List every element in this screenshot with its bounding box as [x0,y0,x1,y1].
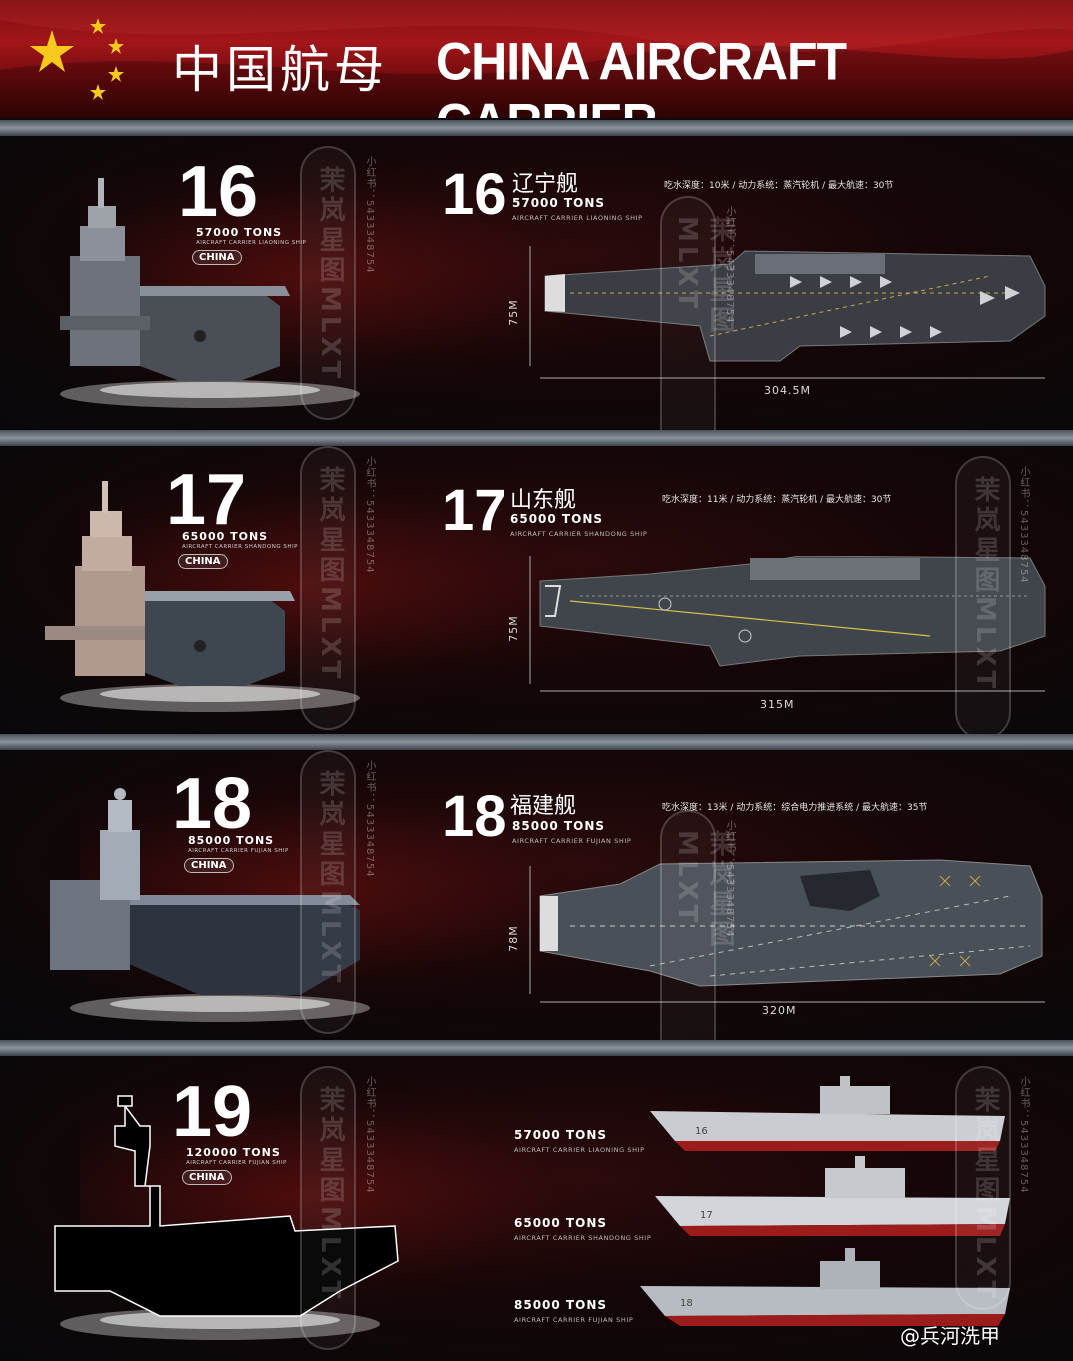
carrier-specs: 吃水深度：13米 / 动力系统：综合电力推进系统 / 最大航速：35节 [662,803,928,813]
carrier-subtitle-side: AIRCRAFT CARRIER SHANDONG SHIP [510,530,648,538]
comparison-subtitle: AIRCRAFT CARRIER LIAONING SHIP [514,1146,645,1154]
country-badge: CHINA [192,250,242,265]
carrier-length: 315M [760,698,795,711]
divider [0,734,1073,750]
watermark-pill [955,456,1011,734]
carrier-length: 320M [762,1004,797,1017]
watermark-text: 茉岚星图MLXT [315,166,345,383]
page-title-en: CHINA AIRCRAFT CARRIER [436,32,847,118]
comparison-side-view-shandong: 17 [655,1156,1010,1236]
carrier-name-cn: 山东舰 [510,488,577,513]
carrier-number: 18 [172,764,253,844]
watermark-text: 茉岚星图MLXT [672,830,735,950]
watermark-small: 小红书：5433348754 [1018,1076,1029,1194]
carrier-beam: 75M [506,615,520,642]
carrier-number-side: 16 [442,162,507,227]
comparison-subtitle: AIRCRAFT CARRIER FUJIAN SHIP [514,1316,634,1324]
watermark-pill [300,750,356,1034]
carrier-subtitle-side: AIRCRAFT CARRIER LIAONING SHIP [512,214,643,222]
carrier-tons-side: 85000 TONS [512,819,605,833]
carrier-tons: 57000 TONS [196,226,283,239]
watermark-pill [300,446,356,730]
carrier-silhouette-future [54,1095,399,1340]
comparison-side-view-liaoning: 16 [650,1076,1005,1151]
carrier-tons: 65000 TONS [182,530,269,543]
divider [0,430,1073,446]
watermark-text: 茉岚星图MLXT [315,1086,345,1303]
carrier-panel-future: 19 120000 TONS AIRCRAFT CARRIER FUJIAN S… [0,1056,1073,1361]
carrier-number: 19 [172,1072,253,1152]
watermark-small: 小红书：5433348754 [1018,466,1029,584]
carrier-tons-side: 65000 TONS [510,512,603,526]
flag-wave-decoration [0,0,1073,118]
carrier-number-side: 18 [442,784,507,849]
carrier-length: 304.5M [764,384,811,397]
carrier-deck-plan-liaoning [529,246,1046,379]
watermark-text: 茉岚星图MLXT [315,466,345,683]
carrier-front-view-liaoning [60,178,360,408]
carrier-specs: 吃水深度：11米 / 动力系统：蒸汽轮机 / 最大航速：30节 [662,495,892,505]
watermark-small: 小红书：5433348754 [364,760,375,878]
carrier-name-cn: 福建舰 [510,794,577,819]
watermark-pill [660,196,716,430]
carrier-subtitle: AIRCRAFT CARRIER SHANDONG SHIP [182,544,298,550]
country-badge: CHINA [182,1170,232,1185]
comparison-hull-number: 18 [680,1298,693,1309]
star-icon [30,18,124,100]
carrier-subtitle: AIRCRAFT CARRIER FUJIAN SHIP [188,848,289,854]
carrier-panel-liaoning: 16 57000 TONS AIRCRAFT CARRIER LIAONING … [0,136,1073,430]
comparison-subtitle: AIRCRAFT CARRIER SHANDONG SHIP [514,1234,652,1242]
watermark-small: 小红书：5433348754 [364,156,375,274]
carrier-panel-shandong: 17 65000 TONS AIRCRAFT CARRIER SHANDONG … [0,446,1073,734]
carrier-subtitle-side: AIRCRAFT CARRIER FUJIAN SHIP [512,837,632,845]
carrier-specs: 吃水深度：10米 / 动力系统：蒸汽轮机 / 最大航速：30节 [664,181,894,191]
carrier-tons-side: 57000 TONS [512,196,605,210]
carrier-subtitle: AIRCRAFT CARRIER FUJIAN SHIP [186,1160,287,1166]
watermark-pill [660,810,716,1040]
country-badge: CHINA [184,858,234,873]
carrier-subtitle: AIRCRAFT CARRIER LIAONING SHIP [196,240,307,246]
page-title-cn: 中国航母 [172,41,388,99]
watermark-pill [955,1066,1011,1310]
carrier-number: 17 [166,460,247,540]
carrier-front-view-fujian [50,788,370,1022]
watermark-pill [300,1066,356,1350]
comparison-side-view-fujian: 18 [640,1248,1010,1326]
carrier-deck-plan-shandong [529,556,1046,692]
watermark-small: 小红书：5433348754 [724,820,735,938]
comparison-hull-number: 16 [695,1126,708,1137]
carrier-beam: 75M [506,299,520,326]
carrier-number-side: 17 [442,478,507,543]
comparison-tons: 57000 TONS [514,1128,607,1142]
carrier-number: 16 [178,152,259,232]
watermark-text: 茉岚星图MLXT [970,476,1000,693]
watermark-text: 茉岚星图MLXT [315,770,345,987]
watermark-small: 小红书：5433348754 [364,456,375,574]
header-banner: 中国航母 CHINA AIRCRAFT CARRIER [0,0,1073,118]
carrier-name-cn: 辽宁舰 [512,172,579,197]
weibo-handle: @兵河洗甲 [900,1324,1000,1348]
comparison-tons: 65000 TONS [514,1216,607,1230]
carrier-deck-plan-fujian [529,859,1045,1003]
carrier-beam: 78M [506,925,520,952]
divider [0,1040,1073,1056]
country-badge: CHINA [178,554,228,569]
watermark-small: 小红书：5433348754 [724,206,735,324]
watermark-text: 茉岚星图MLXT [672,216,735,336]
watermark-pill [300,146,356,420]
watermark-text: 茉岚星图MLXT [970,1086,1000,1303]
comparison-hull-number: 17 [700,1210,713,1221]
divider [0,120,1073,136]
carrier-front-view-shandong [45,481,360,712]
carrier-panel-fujian: 18 85000 TONS AIRCRAFT CARRIER FUJIAN SH… [0,750,1073,1040]
comparison-tons: 85000 TONS [514,1298,607,1312]
carrier-tons: 120000 TONS [186,1146,281,1159]
watermark-small: 小红书：5433348754 [364,1076,375,1194]
carrier-tons: 85000 TONS [188,834,275,847]
